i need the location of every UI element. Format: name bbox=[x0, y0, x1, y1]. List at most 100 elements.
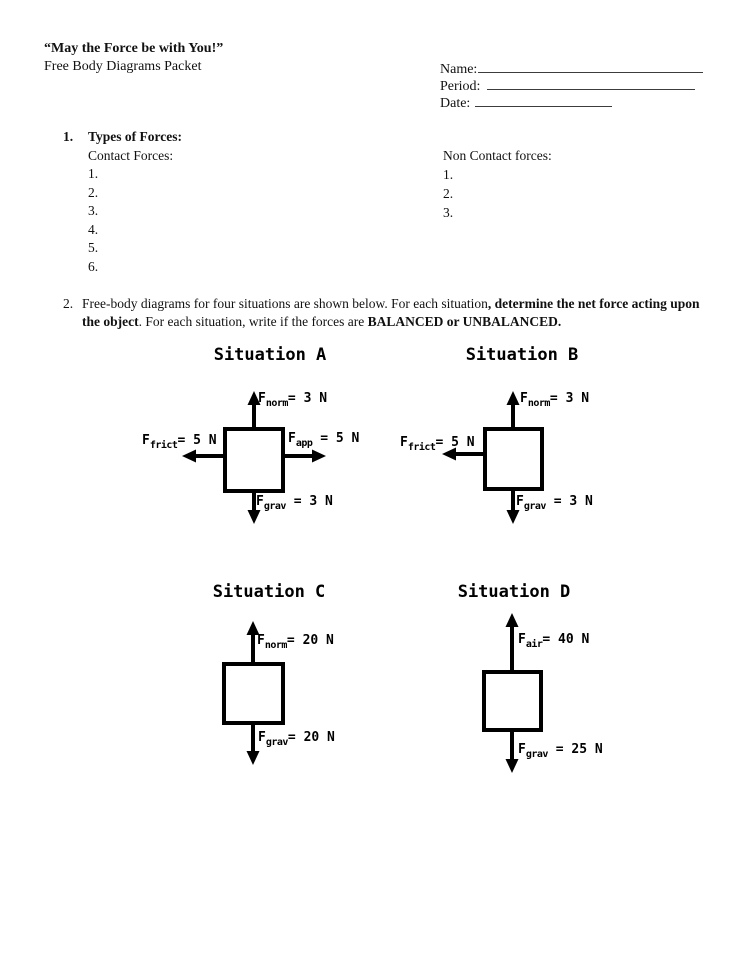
force-value: = 20 N bbox=[287, 730, 335, 745]
force-value: = 5 N bbox=[435, 435, 475, 450]
gravity-force-arrow bbox=[247, 489, 261, 524]
force-symbol: F bbox=[258, 730, 266, 745]
section1-heading-row: 1. Types of Forces: bbox=[63, 128, 182, 147]
force-symbol: F bbox=[288, 431, 296, 446]
force-value: = 20 N bbox=[286, 633, 334, 648]
force-symbol: F bbox=[257, 633, 265, 648]
period-row: Period: bbox=[440, 77, 703, 94]
situation-d-canvas bbox=[482, 613, 543, 773]
header-block: “May the Force be with You!” Free Body D… bbox=[44, 40, 223, 76]
name-row: Name: bbox=[440, 60, 704, 77]
period-label: Period: bbox=[440, 79, 481, 94]
object-box bbox=[483, 427, 544, 491]
force-value: = 3 N bbox=[287, 391, 328, 406]
normal-force-arrow bbox=[506, 391, 520, 431]
friction-force-label: Ffrict= 5 N bbox=[142, 433, 217, 453]
instruction-text-4: BALANCED or UNBALANCED. bbox=[367, 313, 562, 329]
gravity-force-arrow bbox=[246, 721, 260, 765]
normal-force-arrow bbox=[247, 391, 261, 431]
date-label: Date: bbox=[440, 96, 471, 111]
force-symbol: F bbox=[520, 391, 528, 406]
situation-c-diagram: Fnorm= 20 N Fgrav= 20 N bbox=[175, 610, 395, 775]
force-symbol: F bbox=[142, 433, 150, 448]
noncontact-forces-heading: Non Contact forces: bbox=[443, 148, 552, 163]
normal-force-label: Fnorm= 3 N bbox=[520, 391, 589, 411]
force-symbol: F bbox=[258, 391, 266, 406]
force-subscript: grav bbox=[523, 501, 547, 512]
situation-d-title: Situation D bbox=[457, 582, 571, 602]
normal-force-label: Fnorm= 20 N bbox=[257, 633, 334, 653]
friction-force-label: Ffrict= 5 N bbox=[400, 435, 475, 455]
applied-force-label: Fapp = 5 N bbox=[288, 431, 359, 451]
force-symbol: F bbox=[518, 632, 526, 647]
contact-forces-heading: Contact Forces: bbox=[88, 147, 174, 163]
situation-c-canvas bbox=[222, 621, 285, 765]
force-subscript: norm bbox=[527, 398, 551, 409]
instruction-text-3: . For each situation, write if the force… bbox=[138, 313, 368, 329]
situation-b-title: Situation B bbox=[465, 345, 579, 365]
period-blank-line bbox=[487, 77, 696, 90]
force-symbol: F bbox=[516, 494, 524, 509]
friction-force-arrow bbox=[442, 447, 485, 461]
force-value: = 40 N bbox=[542, 632, 590, 647]
contact-force-item-4: 4. bbox=[88, 221, 99, 237]
gravity-force-arrow bbox=[506, 487, 520, 524]
normal-force-label: Fnorm= 3 N bbox=[258, 391, 327, 411]
force-subscript: frict bbox=[149, 440, 178, 451]
section-types-of-forces: 1. Types of Forces: Contact Forces: 1. 2.… bbox=[63, 128, 182, 276]
applied-force-arrow bbox=[283, 449, 326, 463]
force-subscript: frict bbox=[407, 442, 436, 453]
date-blank-line bbox=[475, 94, 613, 107]
document-subtitle: Free Body Diagrams Packet bbox=[44, 59, 202, 74]
situation-a-title: Situation A bbox=[213, 345, 327, 365]
force-value: = 3 N bbox=[549, 391, 590, 406]
section-free-body-instructions: 2. Free-body diagrams for four situation… bbox=[63, 295, 700, 330]
name-blank-line bbox=[478, 60, 704, 73]
force-subscript: grav bbox=[525, 749, 549, 760]
contact-force-item-1: 1. bbox=[88, 166, 99, 181]
normal-force-arrow bbox=[246, 621, 260, 666]
force-subscript: air bbox=[525, 639, 543, 650]
noncontact-force-item-2: 2. bbox=[443, 186, 454, 201]
object-box bbox=[222, 662, 285, 725]
section2-instructions: Free-body diagrams for four situations a… bbox=[82, 295, 700, 330]
instruction-text-2: , determine the net force acting upon th… bbox=[82, 296, 700, 329]
situation-a-canvas bbox=[182, 391, 326, 524]
force-value: = 5 N bbox=[177, 433, 217, 448]
noncontact-force-item-3: 3. bbox=[443, 205, 454, 220]
name-label: Name: bbox=[440, 62, 478, 77]
document-title: “May the Force be with You!” bbox=[44, 41, 224, 56]
force-subscript: norm bbox=[265, 398, 289, 409]
instruction-text-1: Free-body diagrams for four situations a… bbox=[82, 296, 488, 311]
noncontact-force-item-1: 1. bbox=[443, 167, 454, 182]
gravity-force-label: Fgrav= 20 N bbox=[258, 730, 335, 750]
gravity-force-label: Fgrav = 3 N bbox=[516, 494, 593, 514]
situation-d-diagram: Fair= 40 N Fgrav = 25 N bbox=[435, 605, 655, 780]
noncontact-forces-column: Non Contact forces: 1. 2. 3. bbox=[443, 146, 552, 222]
force-value: = 3 N bbox=[285, 494, 333, 509]
friction-force-arrow bbox=[182, 449, 225, 463]
force-value: = 5 N bbox=[312, 431, 360, 446]
section1-heading: Types of Forces: bbox=[88, 129, 182, 144]
force-value: = 3 N bbox=[545, 494, 593, 509]
situation-b-canvas bbox=[442, 391, 544, 524]
air-resistance-force-label: Fair= 40 N bbox=[518, 632, 589, 652]
contact-force-item-5: 5. bbox=[88, 240, 99, 255]
force-subscript: norm bbox=[264, 640, 288, 651]
force-symbol: F bbox=[256, 494, 264, 509]
section1-number: 1. bbox=[63, 129, 74, 144]
force-symbol: F bbox=[518, 742, 526, 757]
force-subscript: app bbox=[295, 438, 313, 449]
force-subscript: grav bbox=[265, 737, 289, 748]
contact-force-item-6: 6. bbox=[88, 258, 99, 274]
student-info-block: Name: Period: Date: bbox=[440, 60, 704, 111]
situation-b-diagram: Fnorm= 3 N Ffrict= 5 N Fgrav = 3 N bbox=[398, 385, 638, 535]
contact-force-item-2: 2. bbox=[88, 184, 99, 200]
force-symbol: F bbox=[400, 435, 408, 450]
force-value: = 25 N bbox=[547, 742, 603, 757]
situation-a-diagram: Fnorm= 3 N Ffrict= 5 N Fapp = 5 N Fgrav … bbox=[140, 385, 390, 535]
force-subscript: grav bbox=[263, 501, 287, 512]
object-box bbox=[223, 427, 285, 493]
gravity-force-arrow bbox=[505, 728, 519, 773]
